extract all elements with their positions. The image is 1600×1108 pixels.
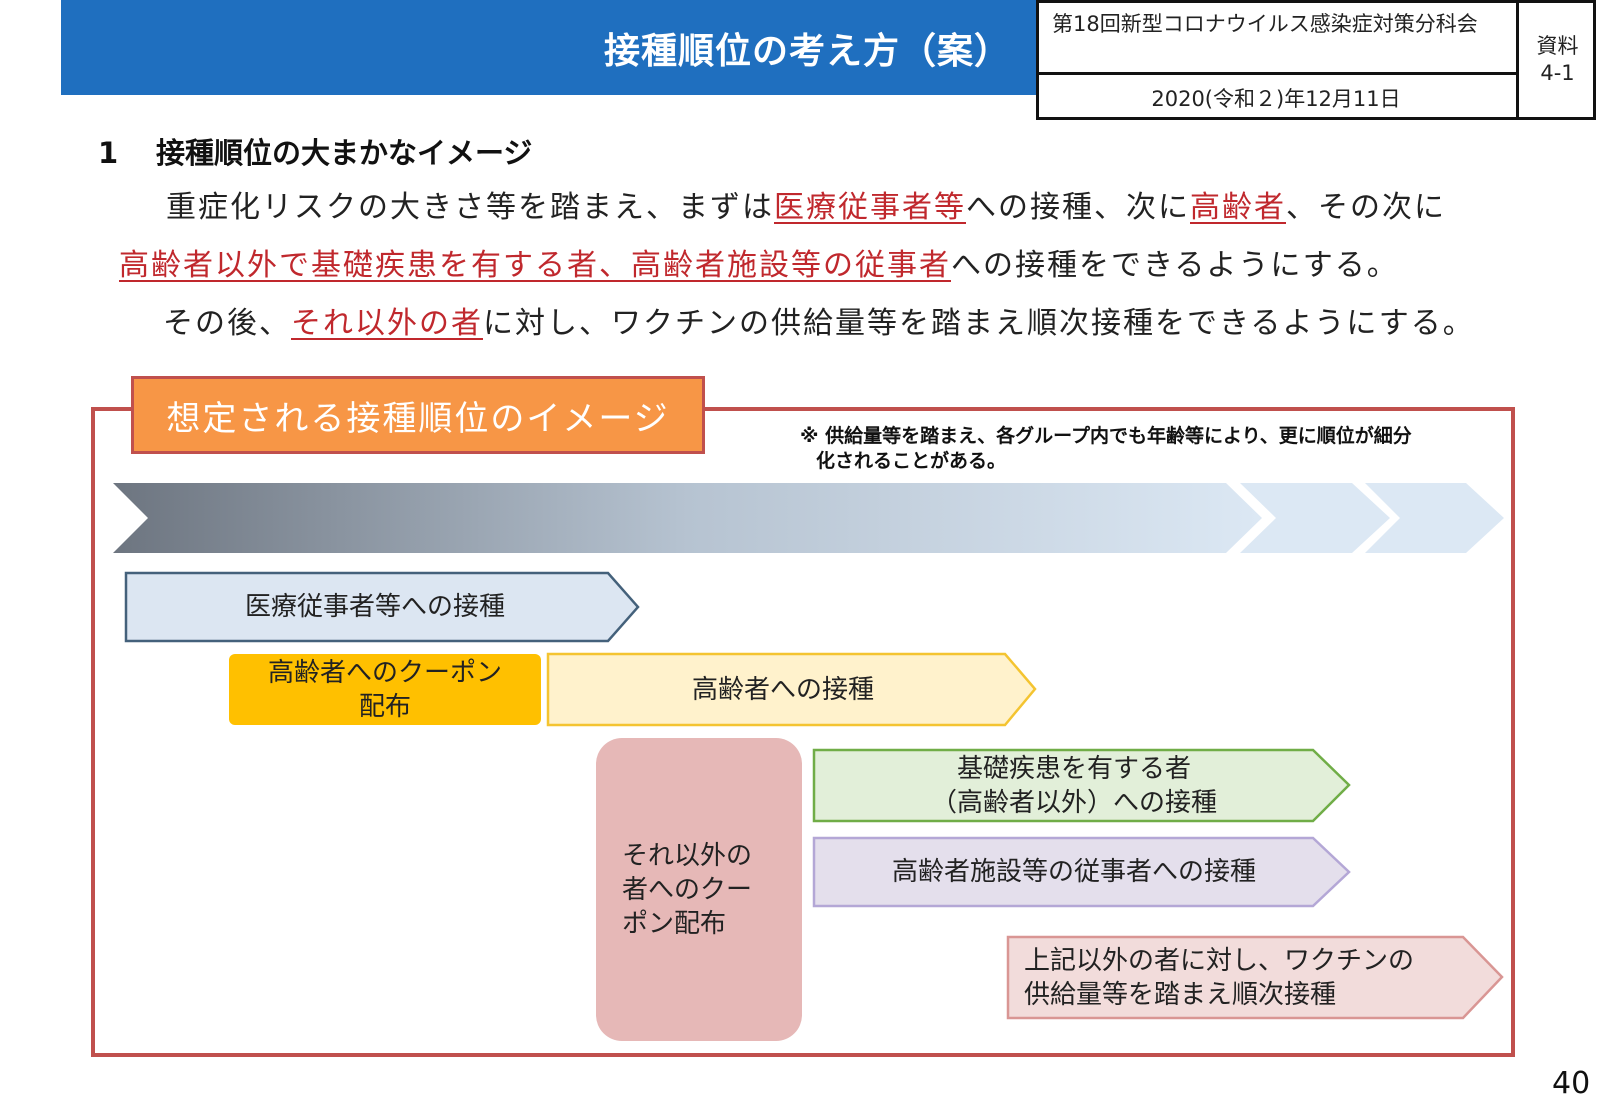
others-vaccination-label: 上記以外の者に対し、ワクチンの 供給量等を踏まえ順次接種 [1008, 937, 1478, 1018]
text-span: への接種、次に [966, 190, 1190, 225]
page-number: 40 [1552, 1066, 1591, 1101]
elderly-label: 高齢者への接種 [691, 674, 874, 705]
text-span: 重症化リスクの大きさ等を踏まえ、まずは [166, 190, 774, 225]
paragraph-1: 重症化リスクの大きさ等を踏まえ、まずは医療従事者等への接種、次に高齢者、その次に [166, 188, 1446, 228]
highlight-others: それ以外の者 [291, 306, 483, 341]
text-span: への接種をできるようにする。 [951, 248, 1399, 283]
others-coupon-line-1: それ以外の [622, 840, 753, 871]
meeting-date: 2020(令和２)年12月11日 [1036, 75, 1519, 120]
others-coupon-label: それ以外の 者へのクー ポン配布 [596, 738, 802, 1041]
others-vaccination-arrow [1006, 935, 1504, 1020]
section-heading: 1 接種順位の大まかなイメージ [98, 130, 532, 172]
elderly-coupon-label: 高齢者へのクーポン 配布 [229, 654, 541, 725]
highlight-medical-workers: 医療従事者等 [774, 190, 966, 225]
timeline-chevron-main [113, 483, 1262, 553]
timeline-chevron-2 [1240, 483, 1390, 553]
committee-name: 第18回新型コロナウイルス感染症対策分科会 [1036, 0, 1519, 75]
others-coupon-box [596, 738, 802, 1041]
text-span: その後、 [163, 306, 291, 341]
paragraph-3: その後、それ以外の者に対し、ワクチンの供給量等を踏まえ順次接種をできるようにする… [163, 304, 1475, 344]
timeline-chevron-3 [1365, 483, 1504, 553]
others-coupon-line-3: ポン配布 [622, 908, 727, 939]
document-id: 4-1 [1540, 61, 1575, 85]
elderly-arrow [546, 652, 1037, 727]
elderly-coupon-line-2: 配布 [358, 691, 411, 722]
medical-workers-label: 医療従事者等への接種 [244, 592, 505, 622]
image-frame [91, 407, 1515, 1057]
document-meta-box [1036, 0, 1596, 120]
underlying-line-2: （高齢者以外）への接種 [930, 787, 1217, 818]
text-span: に対し、ワクチンの供給量等を踏まえ順次接種をできるようにする。 [483, 306, 1475, 341]
document-label: 資料 [1536, 34, 1579, 58]
image-note: ※ 供給量等を踏まえ、各グループ内でも年齢等により、更に順位が細分 化されること… [800, 424, 1500, 474]
facility-staff-label: 高齢者施設等の従事者への接種 [891, 857, 1256, 887]
note-line-1: ※ 供給量等を踏まえ、各グループ内でも年齢等により、更に順位が細分 [800, 425, 1412, 447]
medical-workers-arrow [124, 571, 640, 643]
elderly-coupon-line-1: 高齢者へのクーポン [267, 657, 502, 688]
highlight-elderly: 高齢者 [1190, 190, 1286, 225]
highlight-underlying-and-facility: 高齢者以外で基礎疾患を有する者、高齢者施設等の従事者 [119, 248, 951, 283]
note-line-2: 化されることがある。 [816, 450, 1007, 472]
document-number: 資料 4-1 [1519, 0, 1596, 120]
paragraph-2: 高齢者以外で基礎疾患を有する者、高齢者施設等の従事者への接種をできるようにする。 [119, 246, 1399, 286]
section-number: 1 [98, 136, 119, 170]
others-coupon-line-2: 者へのクー [622, 874, 753, 905]
underlying-line-1: 基礎疾患を有する者 [956, 753, 1191, 784]
underlying-conditions-arrow [812, 748, 1351, 823]
rest-line-2: 供給量等を踏まえ順次接種 [1024, 979, 1337, 1010]
rest-line-1: 上記以外の者に対し、ワクチンの [1024, 945, 1415, 976]
underlying-conditions-label: 基礎疾患を有する者 （高齢者以外）への接種 [814, 750, 1334, 821]
facility-staff-arrow [812, 836, 1351, 908]
text-span: 、その次に [1286, 190, 1446, 225]
page-title: 接種順位の考え方（案） [603, 30, 1011, 72]
image-label: 想定される接種順位のイメージ [131, 376, 705, 454]
elderly-coupon-box [229, 654, 541, 725]
section-heading-text: 接種順位の大まかなイメージ [156, 136, 533, 170]
title-bar [61, 0, 1037, 95]
